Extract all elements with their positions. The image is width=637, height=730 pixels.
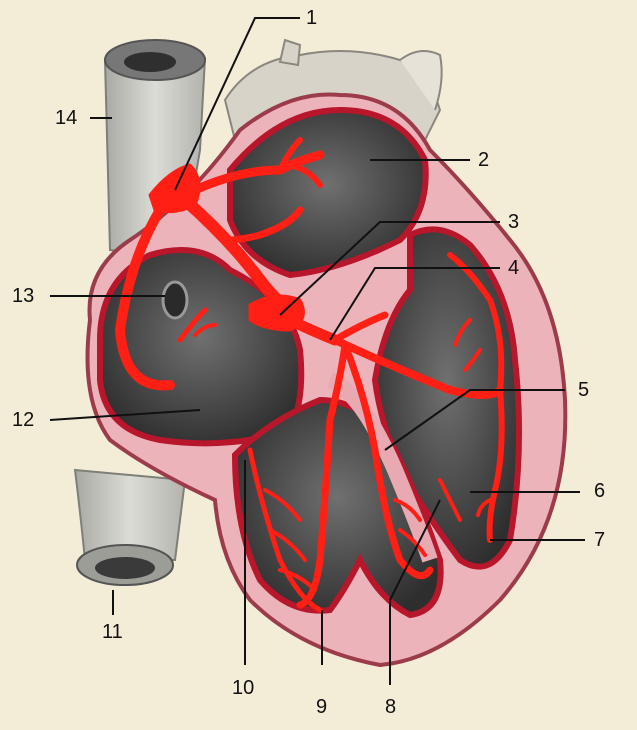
label-8: 8 (385, 697, 396, 717)
label-7: 7 (594, 530, 605, 550)
leader-line-12 (50, 410, 200, 420)
leader-line-4 (330, 268, 500, 340)
label-2: 2 (478, 150, 489, 170)
leader-line-8 (390, 500, 440, 685)
label-9: 9 (316, 697, 327, 717)
label-11: 11 (102, 622, 123, 642)
label-1: 1 (306, 8, 317, 28)
label-5: 5 (578, 380, 589, 400)
label-12: 12 (12, 410, 34, 430)
label-3: 3 (508, 212, 519, 232)
label-6: 6 (594, 481, 605, 501)
label-10: 10 (232, 678, 254, 698)
label-14: 14 (55, 108, 77, 128)
label-13: 13 (12, 286, 34, 306)
leader-line-1 (175, 18, 300, 190)
label-4: 4 (508, 258, 519, 278)
leader-line-5 (385, 390, 565, 450)
